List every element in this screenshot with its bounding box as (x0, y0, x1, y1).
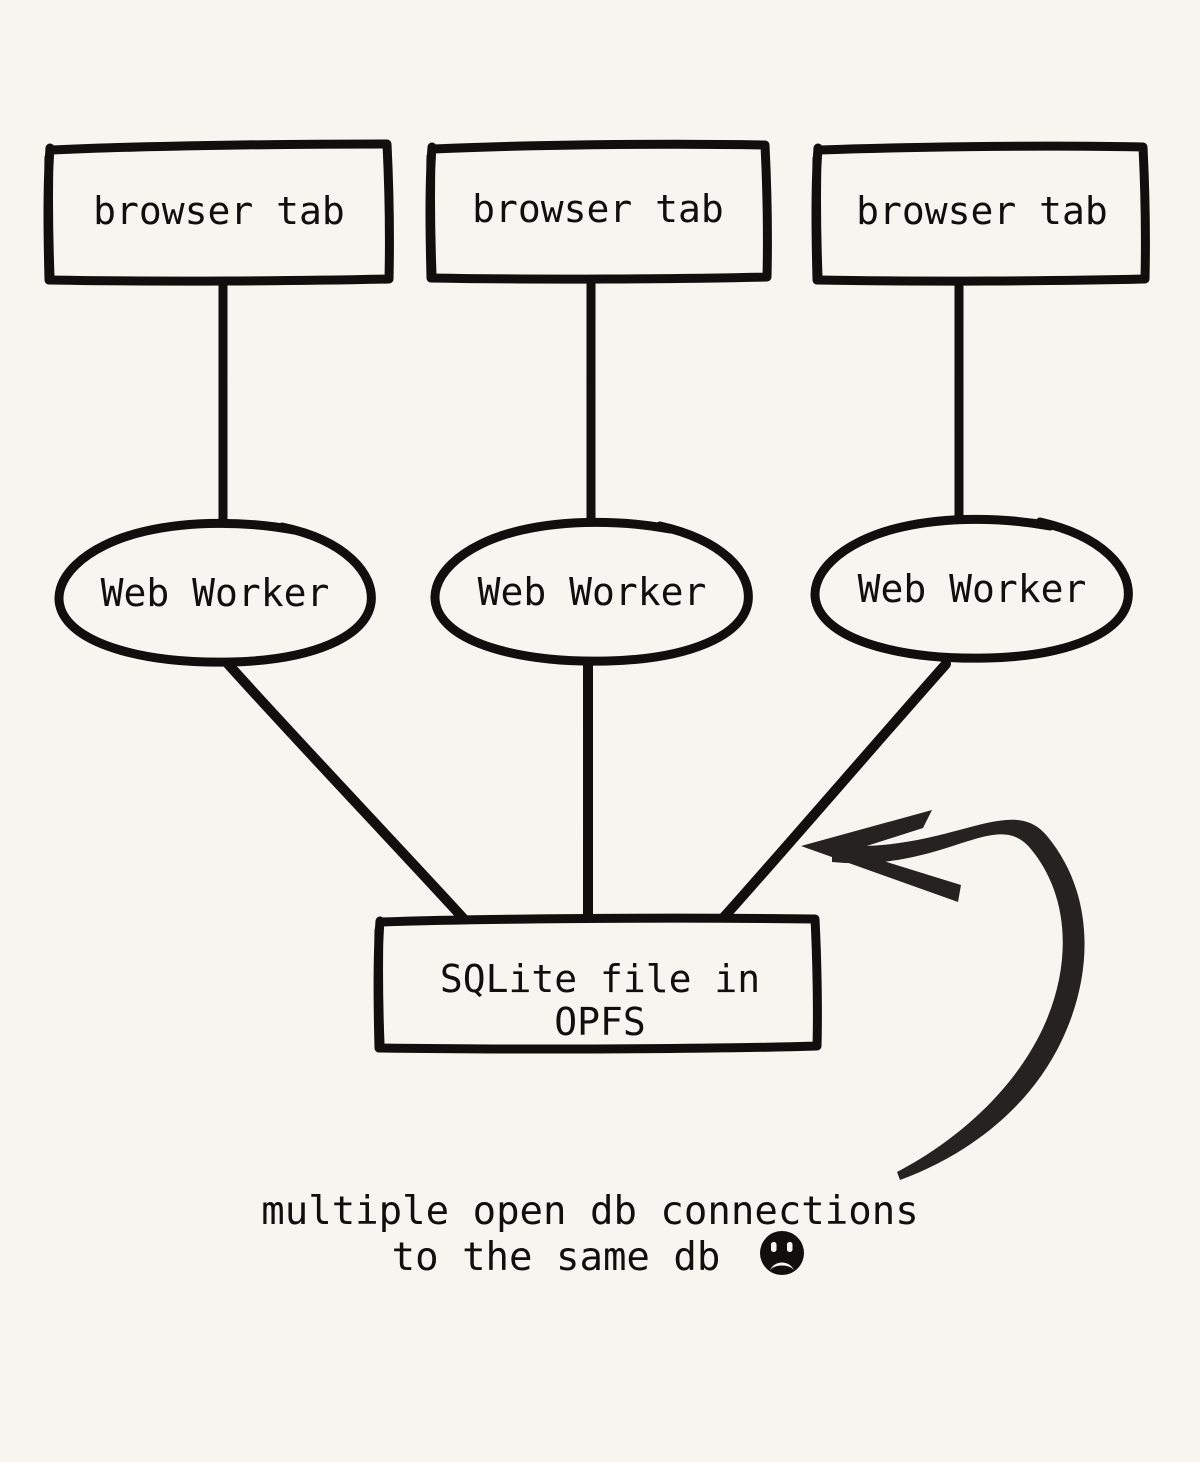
web-worker-node-1[interactable]: Web Worker (54, 518, 376, 667)
annotation-arrow-shaft (832, 819, 1085, 1180)
caption-line-1: multiple open db connections (261, 1189, 918, 1234)
connector-worker3-storage (719, 659, 951, 922)
web-worker-2-outline (430, 517, 753, 666)
browser-tab-3-label: browser tab (856, 189, 1108, 233)
web-worker-1-fill (57, 523, 373, 663)
browser-tab-1-label: browser tab (93, 189, 345, 233)
frowning-face-mouth (770, 1262, 794, 1270)
annotation-arrow-head (801, 810, 961, 902)
caption-line-2: to the same db (392, 1235, 721, 1280)
web-worker-1-label: Web Worker (101, 571, 330, 615)
browser-tab-1-fill (48, 143, 390, 281)
web-worker-2-fill (435, 524, 749, 660)
browser-tab-node-3[interactable]: browser tab (811, 141, 1150, 286)
browser-tab-node-2[interactable]: browser tab (425, 139, 772, 284)
web-worker-3-outline (810, 514, 1133, 663)
browser-tab-2-outline (425, 139, 772, 284)
web-worker-2-label: Web Worker (478, 570, 707, 614)
browser-tab-3-fill (816, 145, 1146, 281)
connector-group-worker-to-storage (223, 656, 951, 923)
sqlite-storage-outline (373, 913, 822, 1054)
sqlite-storage-node[interactable]: SQLite file in OPFS (373, 913, 822, 1054)
connector-worker1-storage (223, 659, 468, 923)
frowning-face-circle (760, 1231, 804, 1275)
browser-tab-2-fill (430, 143, 768, 279)
web-worker-node-2[interactable]: Web Worker (430, 517, 753, 666)
frowning-face-eye-left (771, 1242, 777, 1252)
sqlite-storage-label-line2: OPFS (554, 1000, 646, 1044)
browser-tab-1-outline (43, 139, 394, 286)
annotation-arrow (801, 810, 1085, 1180)
web-worker-1-outline (54, 518, 376, 667)
web-worker-node-3[interactable]: Web Worker (810, 514, 1133, 663)
frowning-face-icon (760, 1231, 804, 1275)
connector-group-tab-to-worker (218, 272, 964, 535)
caption-block: multiple open db connections to the same… (261, 1189, 918, 1280)
browser-tab-3-outline (811, 141, 1150, 286)
web-worker-3-fill (815, 521, 1129, 657)
sqlite-storage-fill (378, 918, 818, 1049)
browser-tab-2-label: browser tab (472, 187, 724, 231)
web-worker-3-label: Web Worker (858, 567, 1087, 611)
sqlite-storage-label-line1: SQLite file in (440, 957, 760, 1001)
browser-tab-node-1[interactable]: browser tab (43, 139, 394, 286)
frowning-face-eye-right (787, 1242, 793, 1252)
